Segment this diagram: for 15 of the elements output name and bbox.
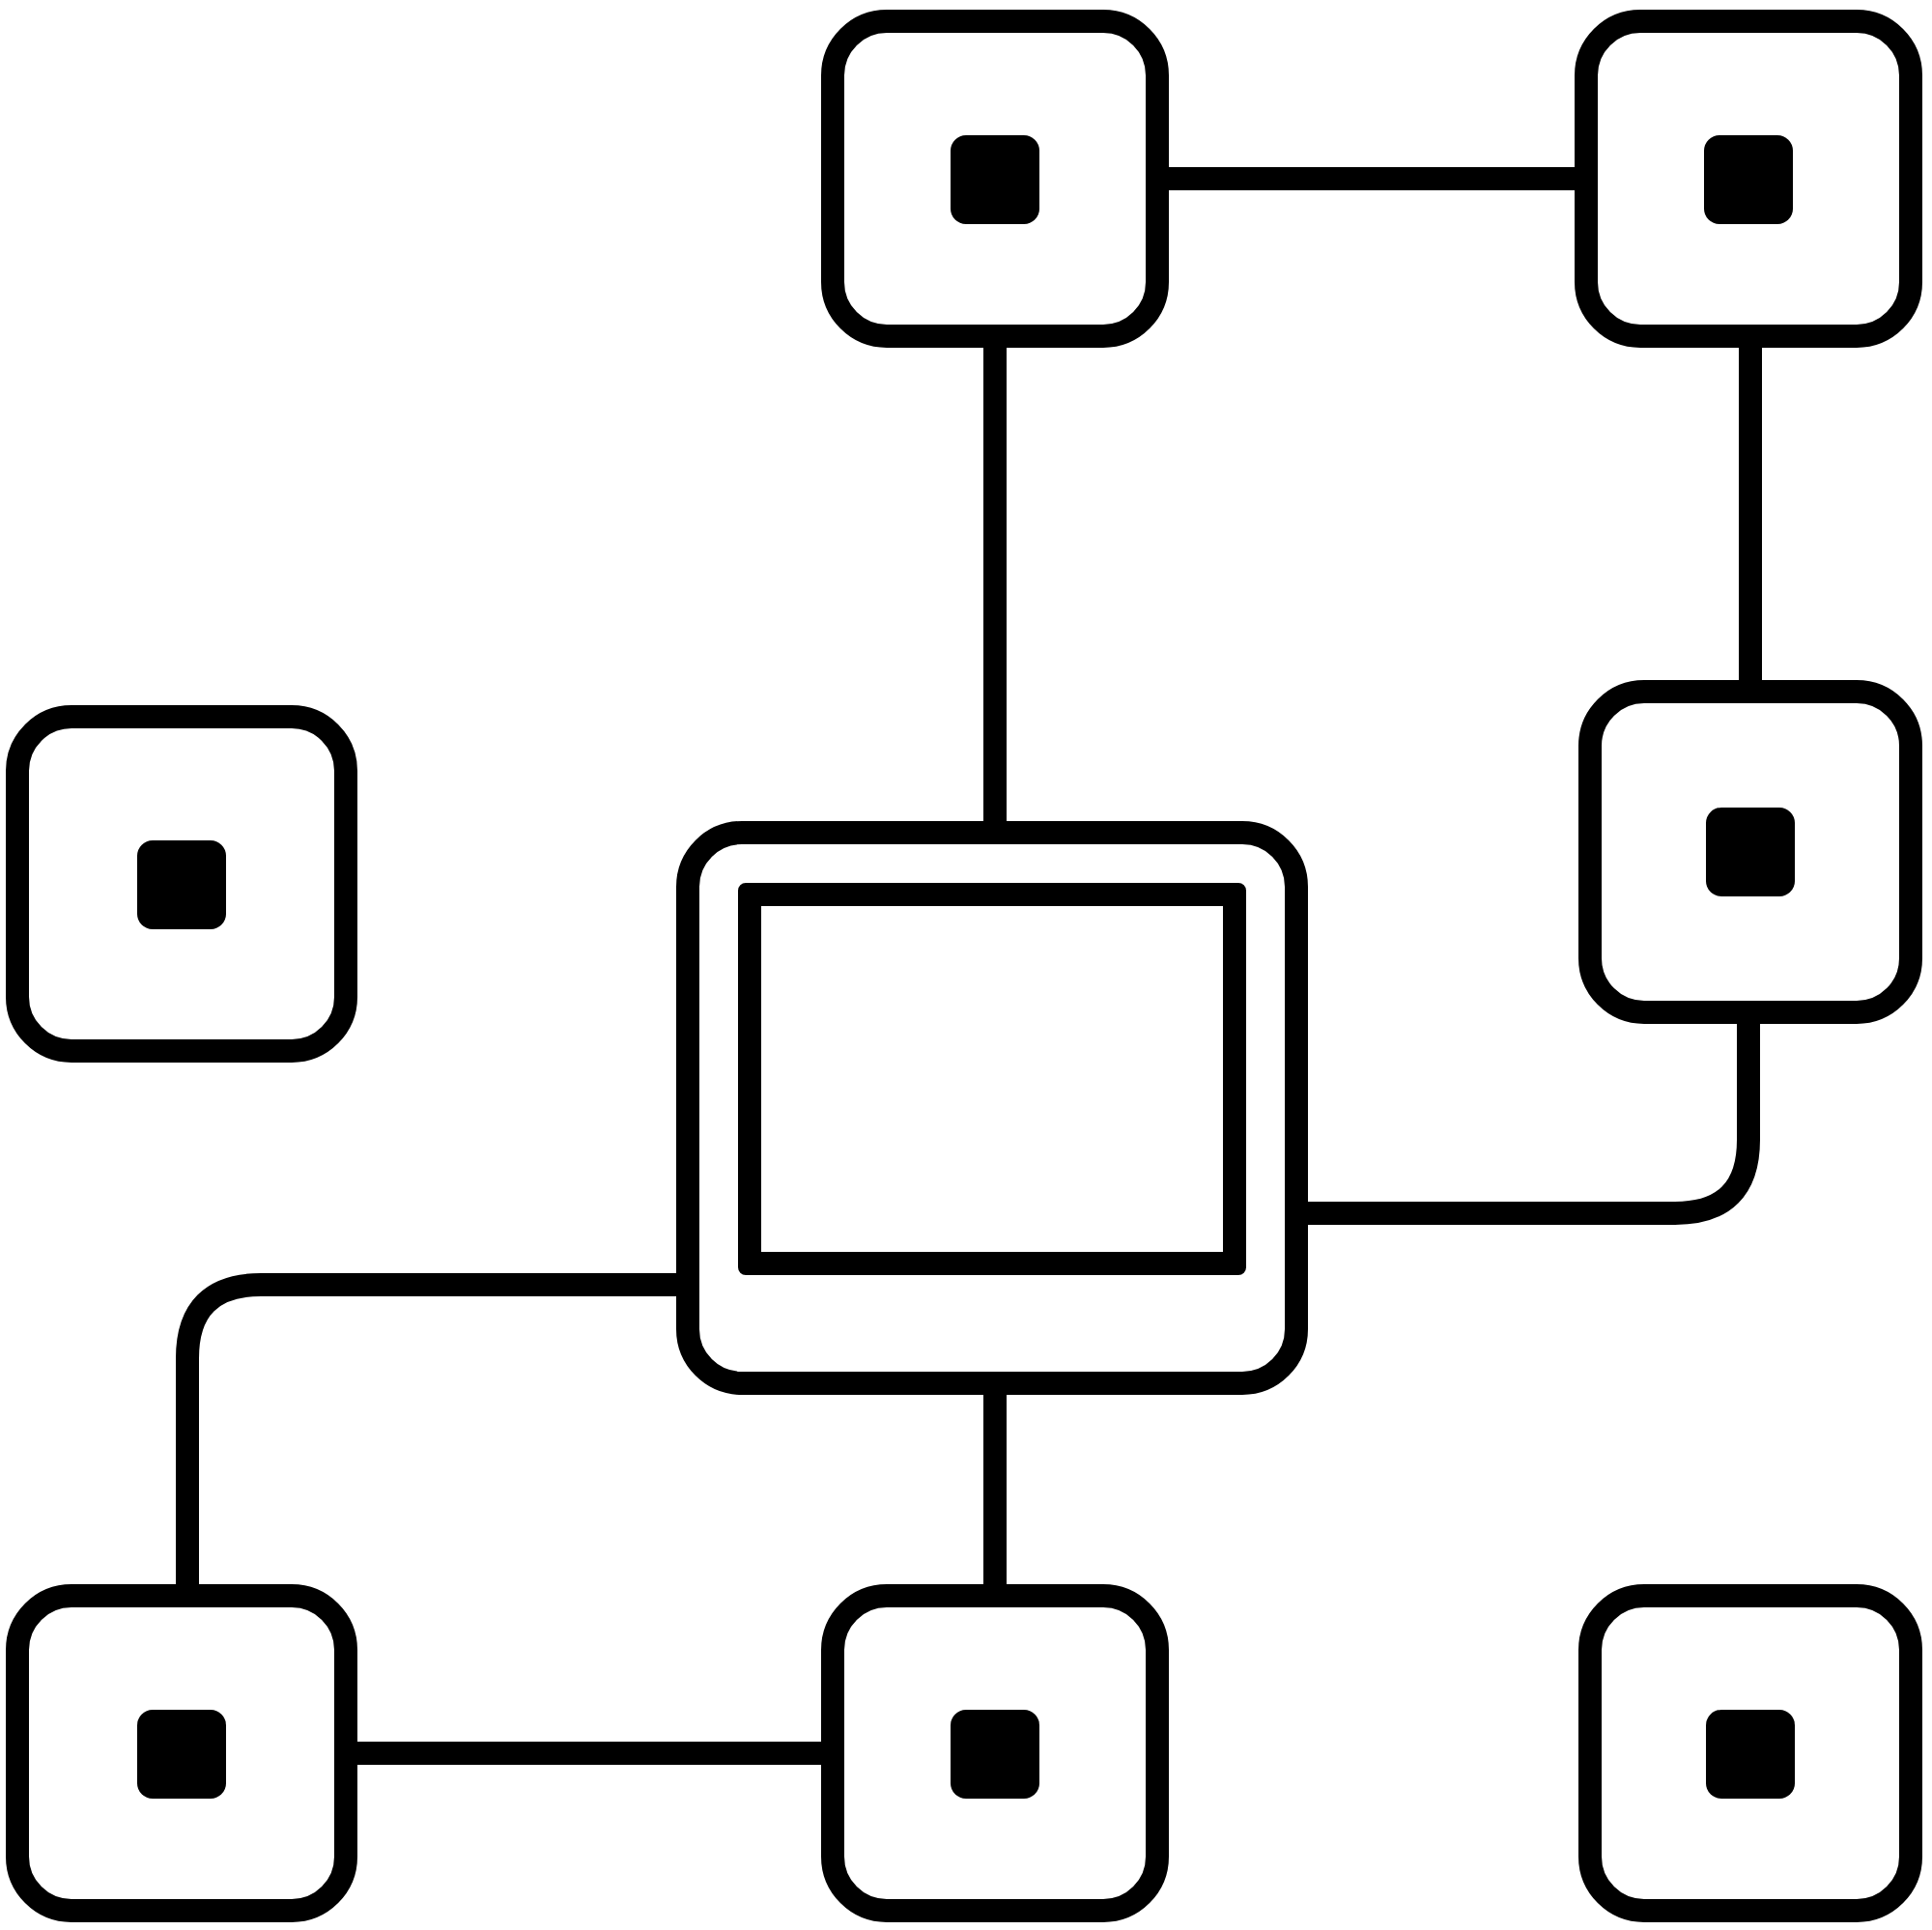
node-box xyxy=(1578,1584,1922,1922)
monitor-box xyxy=(676,821,1308,1395)
node-box xyxy=(1578,680,1922,1024)
node-box xyxy=(6,1584,357,1922)
connector-line xyxy=(1739,348,1762,680)
connector-line xyxy=(176,1273,676,1584)
node-box xyxy=(6,705,357,1063)
connector-line xyxy=(983,348,1007,821)
node-box xyxy=(821,10,1169,348)
connector-line xyxy=(357,1742,821,1765)
connector-line xyxy=(983,1395,1007,1584)
node-box xyxy=(1575,10,1922,348)
connector-line xyxy=(1169,167,1575,190)
connector-line xyxy=(1308,1024,1760,1225)
node-box xyxy=(821,1584,1169,1922)
